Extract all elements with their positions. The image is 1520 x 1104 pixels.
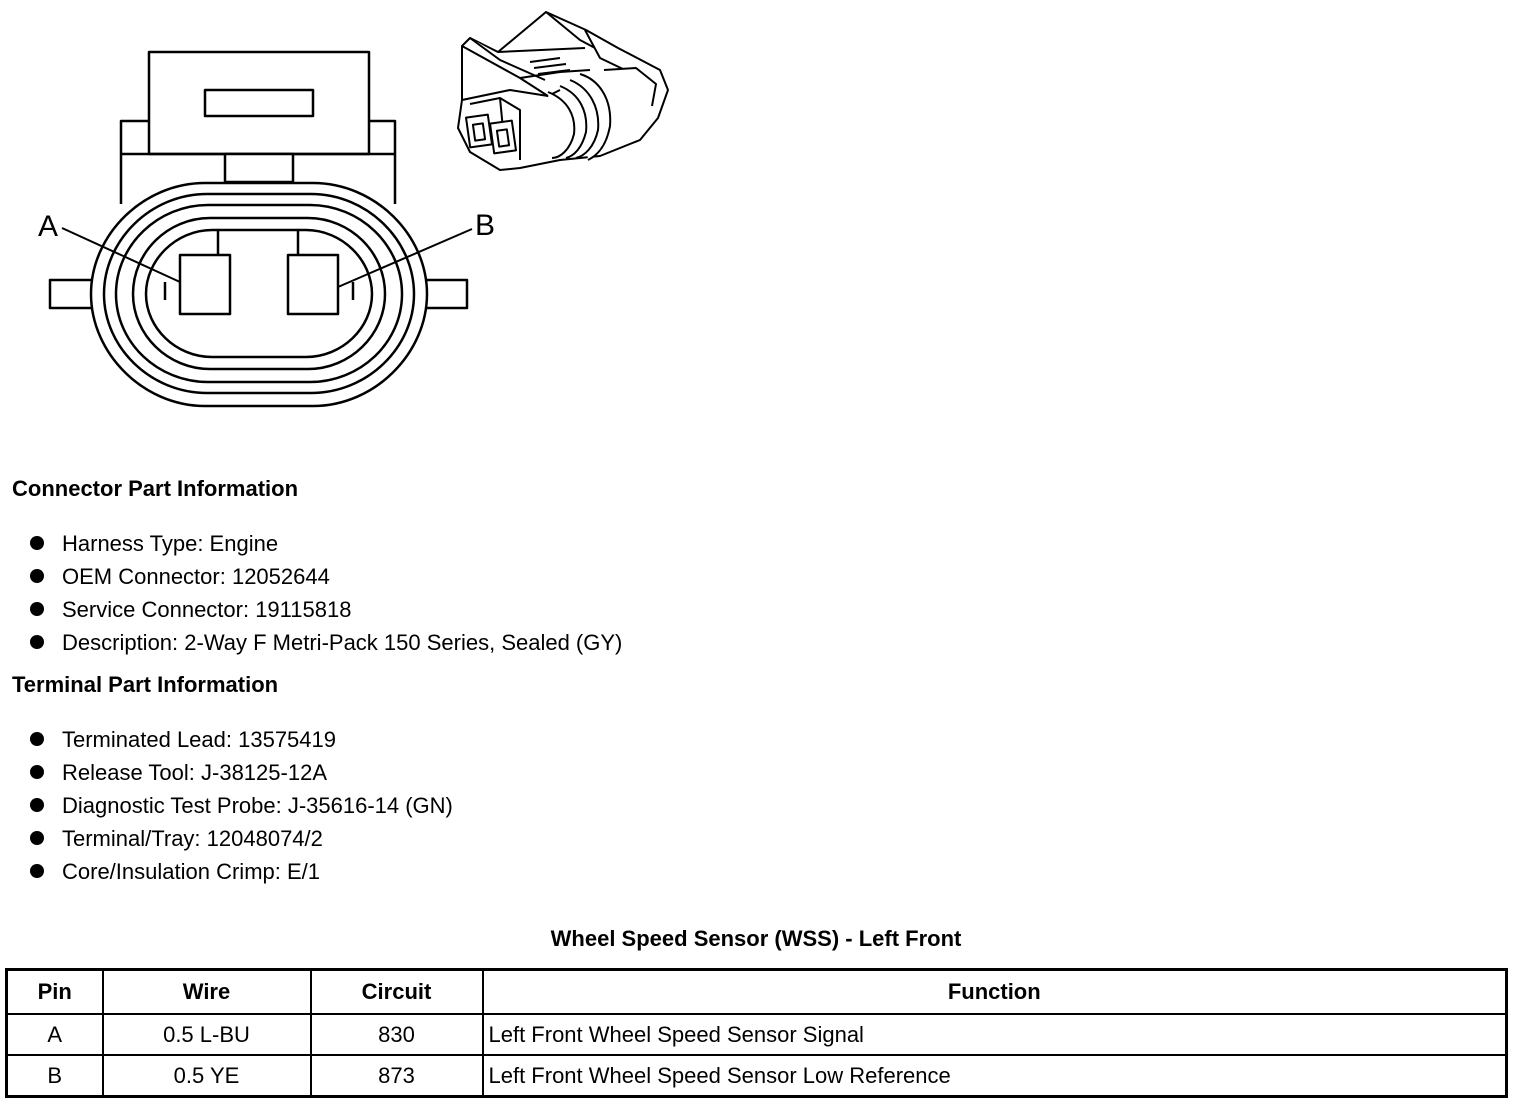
cell-wire: 0.5 L-BU [101, 1013, 312, 1056]
header-function: Function [481, 968, 1508, 1015]
bullet-icon [30, 536, 44, 550]
connector-perspective-illustration [457, 11, 669, 171]
bullet-icon [30, 602, 44, 616]
terminal-item-test-probe: Diagnostic Test Probe: J-35616-14 (GN) [62, 793, 453, 818]
bullet-icon [30, 798, 44, 812]
bullet-icon [30, 569, 44, 583]
terminal-info-title: Terminal Part Information [12, 672, 279, 697]
terminal-item-release-tool: Release Tool: J-38125-12A [62, 760, 327, 785]
header-wire: Wire [101, 968, 312, 1015]
connector-item-service-connector: Service Connector: 19115818 [62, 597, 352, 622]
pin-table: Pin Wire Circuit Function A 0.5 L-BU 830… [5, 968, 1508, 1098]
cell-function: Left Front Wheel Speed Sensor Signal [481, 1013, 1508, 1056]
table-header-row: Pin Wire Circuit Function [5, 968, 1508, 1015]
list-item: Description: 2-Way F Metri-Pack 150 Seri… [28, 626, 622, 659]
connector-info-list: Harness Type: Engine OEM Connector: 1205… [28, 527, 622, 659]
bullet-icon [30, 864, 44, 878]
cell-circuit: 830 [309, 1013, 484, 1056]
list-item: Harness Type: Engine [28, 527, 622, 560]
connector-info-title: Connector Part Information [12, 476, 299, 501]
connector-item-harness-type: Harness Type: Engine [62, 531, 279, 556]
bullet-icon [30, 635, 44, 649]
list-item: OEM Connector: 12052644 [28, 560, 622, 593]
label-a: A [38, 210, 58, 243]
header-pin: Pin [5, 968, 104, 1015]
terminal-b [286, 253, 340, 316]
list-item: Terminated Lead: 13575419 [28, 723, 453, 756]
terminal-item-crimp: Core/Insulation Crimp: E/1 [62, 859, 320, 884]
bullet-icon [30, 831, 44, 845]
terminal-info-list: Terminated Lead: 13575419 Release Tool: … [28, 723, 453, 888]
list-item: Service Connector: 19115818 [28, 593, 622, 626]
cell-circuit: 873 [309, 1054, 484, 1098]
connector-diagram: A B [38, 11, 669, 408]
connector-item-description: Description: 2-Way F Metri-Pack 150 Seri… [62, 630, 623, 655]
label-b: B [475, 209, 495, 242]
table-row: A 0.5 L-BU 830 Left Front Wheel Speed Se… [5, 1013, 1508, 1056]
cell-function: Left Front Wheel Speed Sensor Low Refere… [481, 1054, 1508, 1098]
cell-pin: A [5, 1013, 104, 1056]
table-caption: Wheel Speed Sensor (WSS) - Left Front [550, 926, 962, 951]
connector-item-oem-connector: OEM Connector: 12052644 [62, 564, 330, 589]
bullet-icon [30, 732, 44, 746]
list-item: Diagnostic Test Probe: J-35616-14 (GN) [28, 789, 453, 822]
table-row: B 0.5 YE 873 Left Front Wheel Speed Sens… [5, 1054, 1508, 1098]
terminal-a [178, 253, 232, 316]
terminal-item-terminal-tray: Terminal/Tray: 12048074/2 [62, 826, 323, 851]
bullet-icon [30, 765, 44, 779]
header-circuit: Circuit [309, 968, 484, 1015]
cell-pin: B [5, 1054, 104, 1098]
terminal-item-terminated-lead: Terminated Lead: 13575419 [62, 727, 336, 752]
list-item: Terminal/Tray: 12048074/2 [28, 822, 453, 855]
list-item: Core/Insulation Crimp: E/1 [28, 855, 453, 888]
cell-wire: 0.5 YE [101, 1054, 312, 1098]
list-item: Release Tool: J-38125-12A [28, 756, 453, 789]
